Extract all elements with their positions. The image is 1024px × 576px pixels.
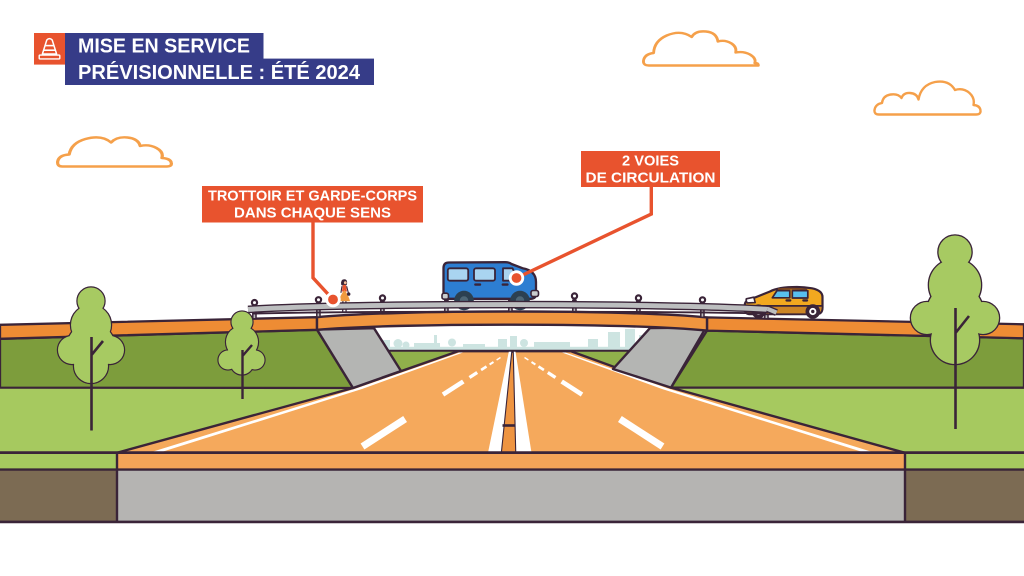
svg-text:DANS CHAQUE SENS: DANS CHAQUE SENS [234,206,391,222]
svg-text:TROTTOIR ET GARDE-CORPS: TROTTOIR ET GARDE-CORPS [208,189,417,205]
svg-text:MISE EN SERVICE: MISE EN SERVICE [78,35,250,58]
svg-text:PRÉVISIONNELLE : ÉTÉ 2024: PRÉVISIONNELLE : ÉTÉ 2024 [78,61,361,84]
svg-text:2 VOIES: 2 VOIES [622,154,679,170]
svg-text:DE CIRCULATION: DE CIRCULATION [586,171,716,187]
